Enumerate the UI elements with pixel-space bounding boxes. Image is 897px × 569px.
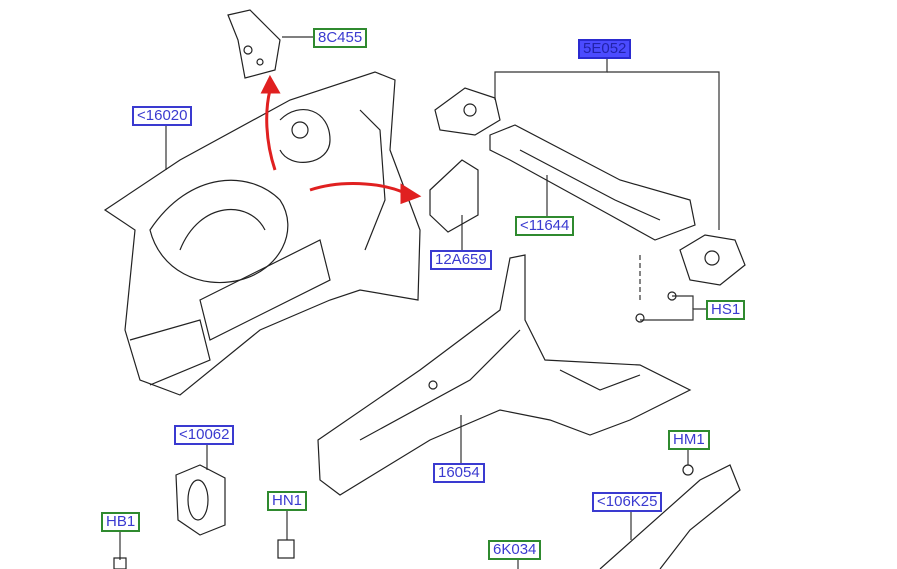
callout-hs1[interactable]: HS1 [706, 300, 746, 320]
bracket-106k25-part [599, 464, 741, 569]
arrow-right-icon [400, 183, 422, 205]
bolts-hs1-part [635, 291, 677, 323]
crossmember-11644-part [489, 124, 696, 241]
rail-16054-part [317, 254, 692, 496]
bolt-hb1-part [113, 557, 127, 569]
callout-6k034[interactable]: 6K034 [488, 540, 542, 560]
mount-5e052-upper-part [434, 87, 501, 136]
callout-10062[interactable]: <10062 [174, 425, 235, 445]
callout-16020[interactable]: <16020 [132, 106, 193, 126]
callout-11644[interactable]: <11644 [515, 216, 575, 236]
arrow-up-icon [260, 74, 281, 94]
callout-8c455[interactable]: 8C455 [313, 28, 368, 48]
callout-hm1[interactable]: HM1 [668, 430, 710, 450]
bracket-12a659-part [429, 159, 479, 233]
callout-hn1[interactable]: HN1 [267, 491, 308, 511]
red-arrows [260, 74, 422, 205]
callout-5e052-selected[interactable]: 5E052 [578, 39, 632, 59]
fender-apron-part [103, 71, 421, 396]
leader-lines [119, 36, 720, 569]
callout-12a659[interactable]: 12A659 [430, 250, 492, 270]
mount-5e052-lower-part [679, 234, 746, 286]
callout-106k25[interactable]: <106K25 [592, 492, 663, 512]
bracket-8c455-part [227, 9, 281, 79]
callout-hb1[interactable]: HB1 [101, 512, 141, 532]
bolt-hm1-part [682, 464, 694, 476]
plate-10062-part [175, 464, 226, 536]
callout-16054[interactable]: 16054 [433, 463, 485, 483]
nut-hn1-part [277, 539, 295, 559]
